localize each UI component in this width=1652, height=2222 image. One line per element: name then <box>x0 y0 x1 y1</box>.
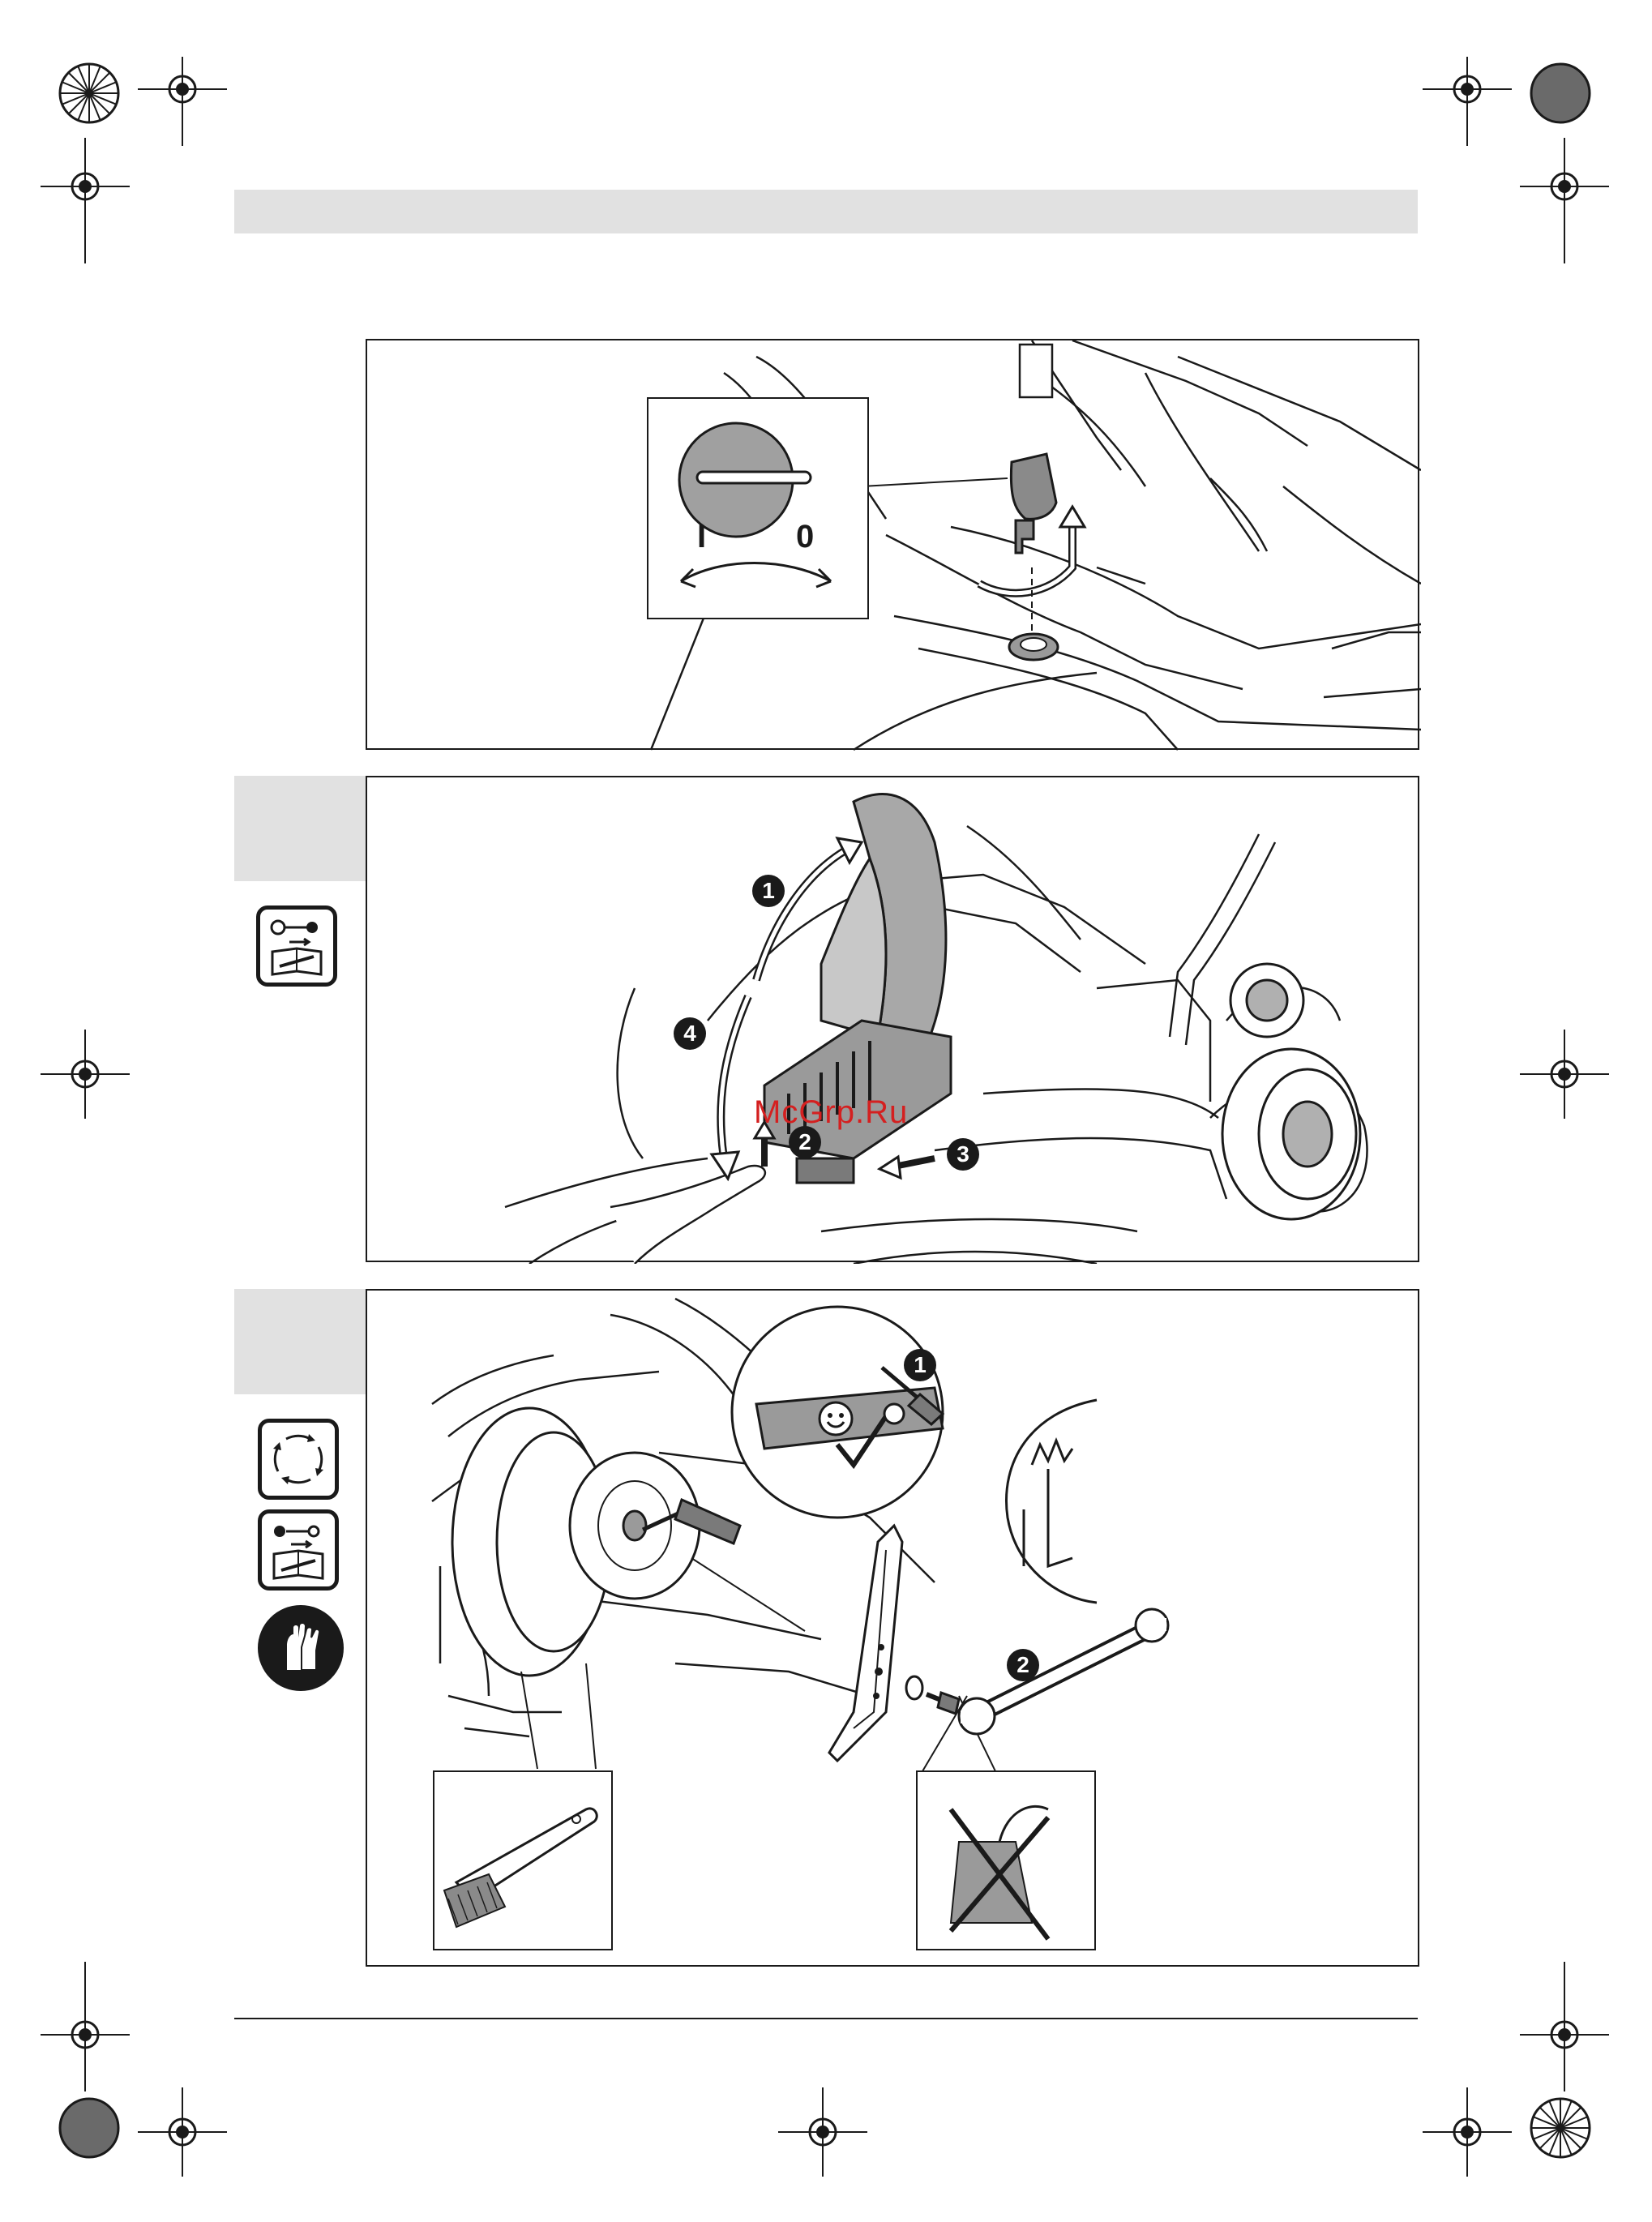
step-2-badge-blade: 2 <box>1007 1649 1039 1681</box>
registration-mark-bottom-right-cross <box>1423 2087 1512 2177</box>
registration-mark-top-right-cross <box>1423 57 1512 146</box>
gloves-icon <box>258 1605 344 1691</box>
blade-rotation-icon <box>258 1419 339 1500</box>
step-3-badge: 3 <box>947 1138 979 1171</box>
blade-wear-inset <box>1006 1400 1097 1603</box>
registration-mark-top-right-disc <box>1528 61 1593 126</box>
step-1-badge: 1 <box>752 875 785 907</box>
switch-knob-icon <box>648 399 867 618</box>
registration-mark-bottom-left-disc <box>57 2096 122 2160</box>
no-liquid-inset <box>917 1771 1095 1950</box>
side-tab-figure-2 <box>234 776 366 881</box>
footer-rule <box>234 2018 1418 2019</box>
rear-wheel-icon <box>1222 1049 1360 1219</box>
step-4-badge: 4 <box>674 1017 706 1050</box>
figure-blade-maintenance: 1 2 <box>366 1289 1419 1967</box>
switch-off-label: 0 <box>796 519 814 555</box>
registration-mark-right-upper <box>1520 138 1609 268</box>
blade-check-inset <box>732 1307 943 1518</box>
wrench-icon <box>959 1609 1168 1734</box>
mower-battery-drawing <box>367 777 1421 1264</box>
registration-mark-right-lower <box>1520 1962 1609 2091</box>
figure-safety-key: I 0 <box>366 339 1419 750</box>
key-and-manual-icon-blade <box>258 1509 339 1591</box>
mower-wheel-icon <box>452 1408 700 1676</box>
safety-key-icon <box>1011 454 1056 553</box>
registration-mark-bottom-right-circle <box>1528 2096 1593 2160</box>
registration-mark-left-upper <box>41 138 130 268</box>
step-1-badge-blade: 1 <box>904 1349 936 1381</box>
registration-mark-left-lower <box>41 1962 130 2091</box>
registration-mark-left-middle <box>41 1030 130 1119</box>
key-and-manual-icon <box>256 905 337 987</box>
switch-on-label: I <box>697 519 706 555</box>
registration-mark-bottom-left-cross <box>138 2087 227 2177</box>
mower-underside-drawing <box>367 1291 1421 1968</box>
blade-bolt-icon <box>927 1693 959 1714</box>
switch-inset: I 0 <box>647 397 869 619</box>
registration-mark-right-middle <box>1520 1030 1609 1119</box>
mower-blade-icon <box>829 1526 902 1761</box>
registration-mark-top-left-circle <box>57 61 122 126</box>
registration-mark-bottom-center-cross <box>778 2087 867 2177</box>
figure-battery-insertion: 1 2 3 4 <box>366 776 1419 1262</box>
header-bar <box>234 190 1418 233</box>
registration-mark-top-left-cross <box>138 57 227 146</box>
cleaning-brush-inset <box>434 1771 612 1950</box>
side-tab-figure-3 <box>234 1289 366 1394</box>
watermark-text: McGrp.Ru <box>754 1094 908 1131</box>
step-2-badge: 2 <box>789 1126 821 1158</box>
mower-top-drawing <box>367 340 1421 751</box>
